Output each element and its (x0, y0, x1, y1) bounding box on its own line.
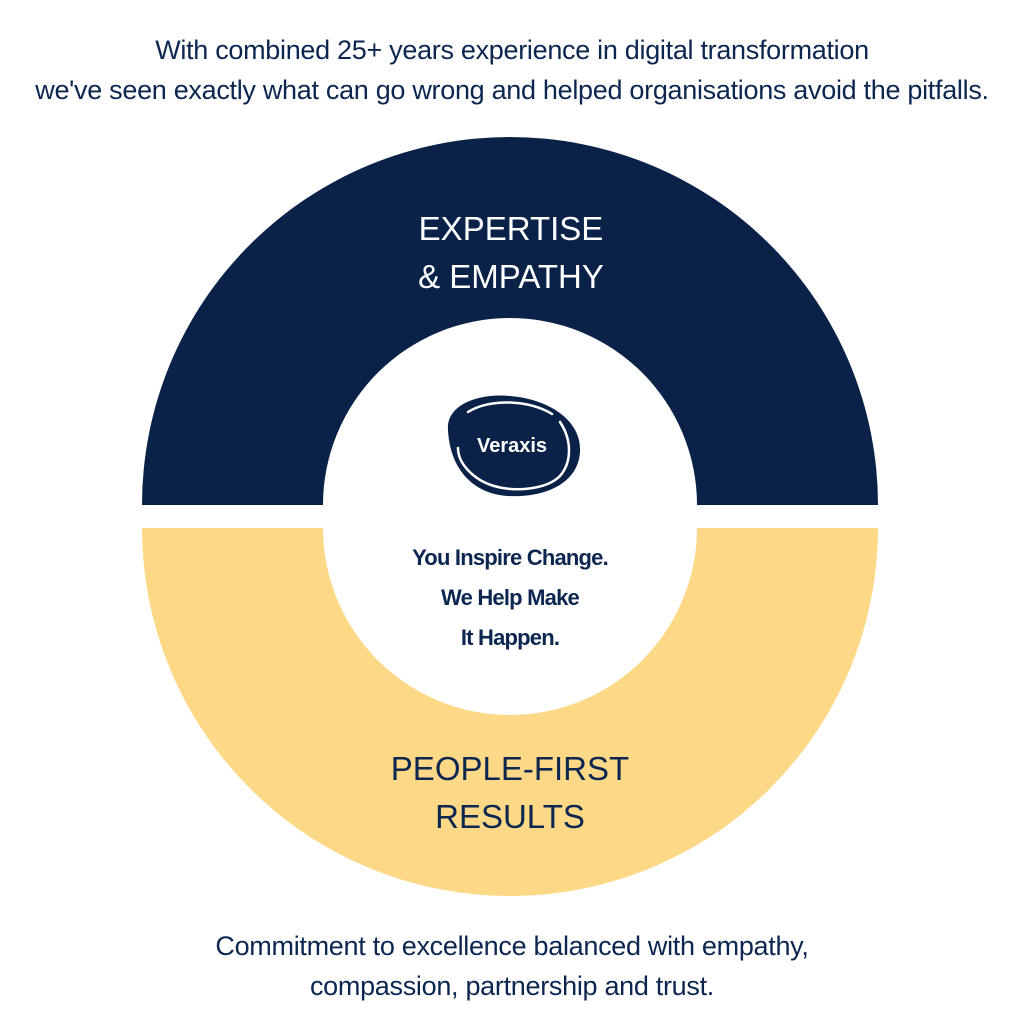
intro-line-2: we've seen exactly what can go wrong and… (35, 75, 989, 105)
bottom-segment-line-1: PEOPLE-FIRST (391, 750, 629, 787)
outro-line-2: compassion, partnership and trust. (309, 971, 715, 1001)
top-half-ring (142, 137, 878, 505)
logo-ring-stroke (456, 401, 571, 491)
veraxis-logo: Veraxis (447, 395, 581, 497)
top-segment-line-2: & EMPATHY (418, 258, 604, 295)
tagline-line-3: It Happen. (461, 625, 559, 650)
logo-text: Veraxis (477, 435, 547, 457)
logo-badge-shape (447, 395, 581, 497)
bottom-half-ring (142, 528, 878, 896)
tagline-line-1: You Inspire Change. (412, 545, 608, 570)
outro-line-1: Commitment to excellence balanced with e… (215, 931, 809, 961)
tagline-line-2: We Help Make (441, 585, 579, 610)
top-segment-line-1: EXPERTISE (419, 210, 604, 247)
bottom-segment-line-2: RESULTS (435, 798, 585, 835)
intro-text: With combined 25+ years experience in di… (0, 30, 1024, 110)
outro-text: Commitment to excellence balanced with e… (0, 926, 1024, 1006)
intro-line-1: With combined 25+ years experience in di… (155, 35, 869, 65)
